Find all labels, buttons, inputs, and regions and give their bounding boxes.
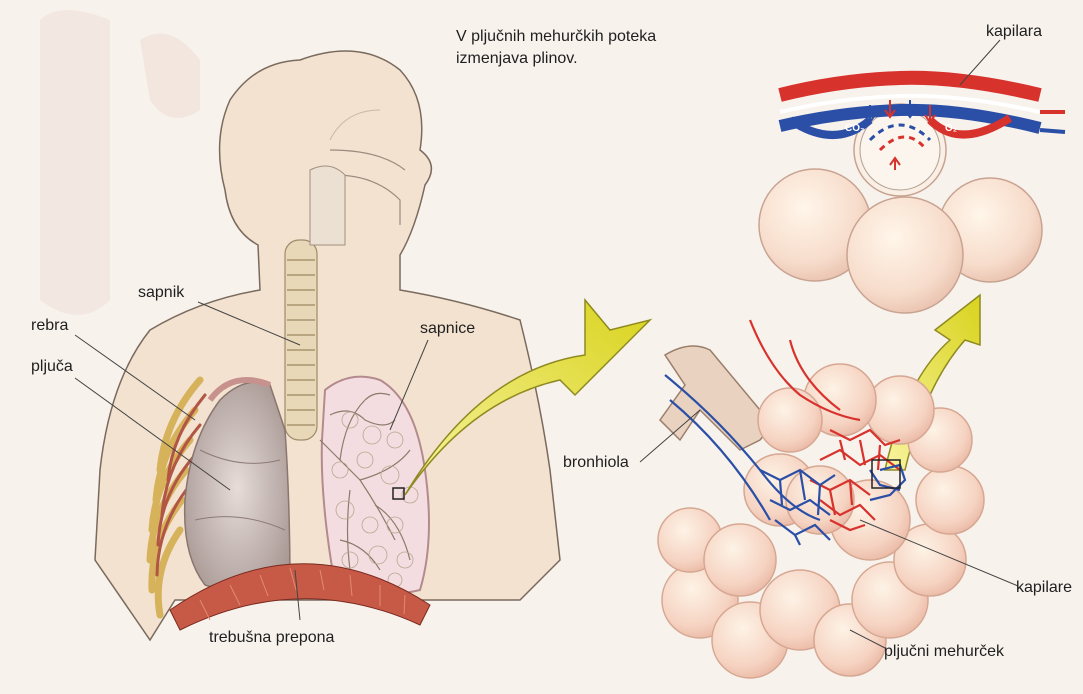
human-torso [95, 51, 560, 640]
label-pljuca: pljuča [31, 357, 73, 377]
label-rebra: rebra [31, 316, 68, 336]
o2-label: O₂ [945, 123, 957, 134]
label-pljucni-mehurcek: pljučni mehurček [884, 642, 1004, 662]
label-sapnik: sapnik [138, 283, 184, 303]
bronchiole [660, 346, 765, 450]
background-silhouettes [40, 10, 200, 315]
label-bronhiola: bronhiola [563, 453, 629, 473]
label-trebusna-prepona: trebušna prepona [209, 628, 334, 648]
caption-line-1: V pljučnih mehurčkih poteka [456, 27, 656, 47]
exchange-alveoli [759, 104, 1042, 313]
label-sapnice: sapnice [420, 319, 475, 339]
label-kapilare: kapilare [1016, 578, 1072, 598]
caption-line-2: izmenjava plinov. [456, 49, 578, 69]
label-kapilara: kapilara [986, 22, 1042, 42]
co2-label: CO₂ [845, 123, 864, 134]
